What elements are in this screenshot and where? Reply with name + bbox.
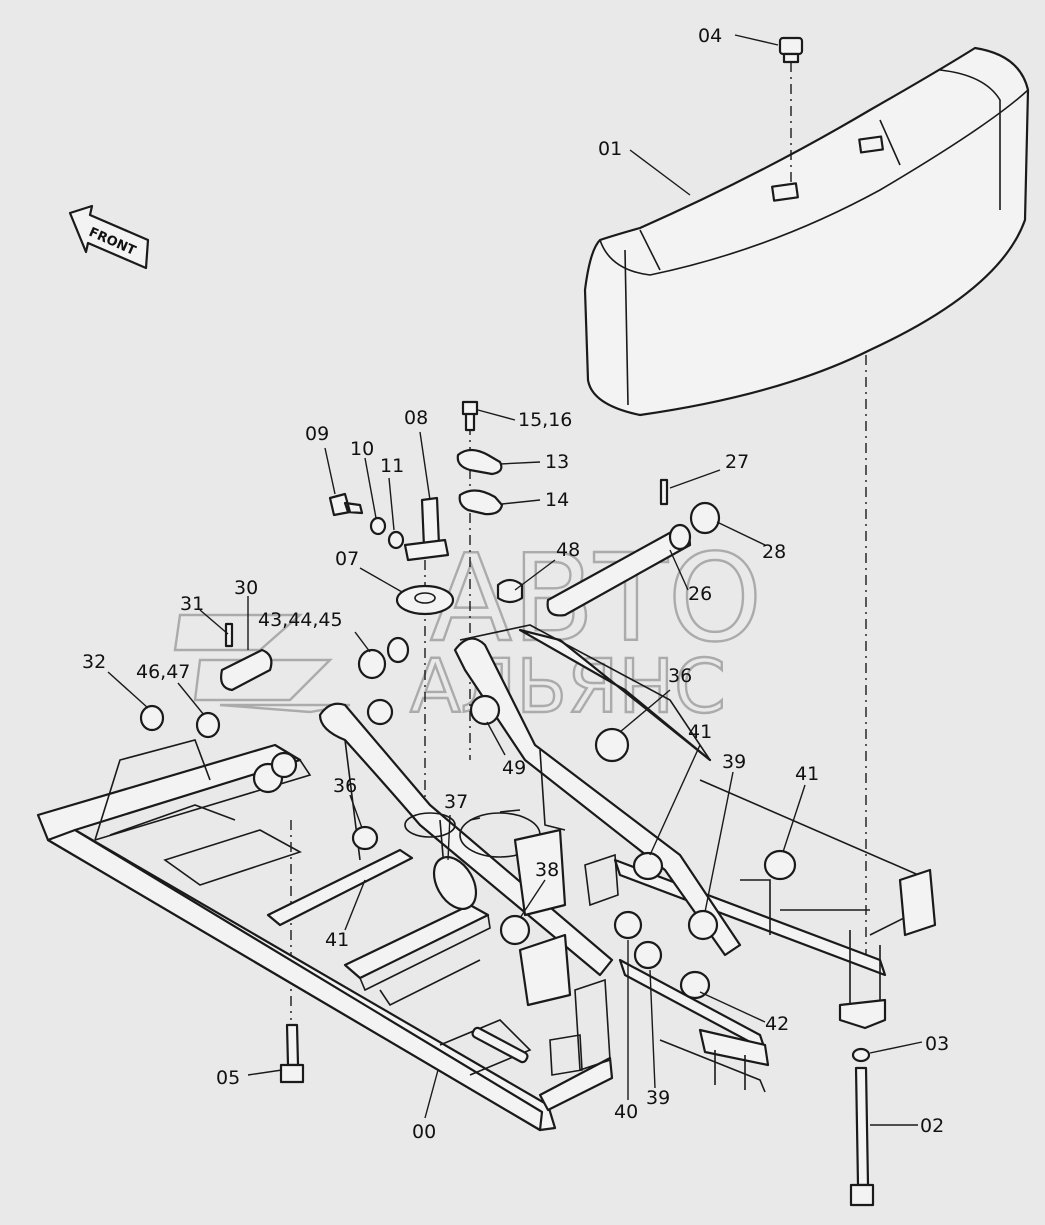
counterweight (583, 46, 1030, 417)
callout-43-44-45: 43,44,45 (258, 609, 343, 631)
callout-32: 32 (82, 651, 106, 673)
callout-11: 11 (380, 455, 404, 477)
callout-30: 30 (234, 577, 258, 599)
callout-labels: 04 01 15,16 13 14 08 09 10 11 07 48 27 2… (82, 25, 949, 1143)
callout-04: 04 (698, 25, 722, 47)
callout-28: 28 (762, 541, 786, 563)
callout-36-upper: 36 (668, 665, 692, 687)
leader-lines (107, 34, 923, 1126)
callout-07: 07 (335, 548, 359, 570)
callout-31: 31 (180, 593, 204, 615)
main-frame (36, 739, 614, 1132)
callout-42: 42 (765, 1013, 789, 1035)
callout-26: 26 (688, 583, 712, 605)
callout-15-16: 15,16 (518, 409, 572, 431)
callout-08: 08 (404, 407, 428, 429)
callout-00: 00 (412, 1121, 436, 1143)
callout-14: 14 (545, 489, 569, 511)
callout-49: 49 (502, 757, 526, 779)
callout-10: 10 (350, 438, 374, 460)
small-parts (139, 400, 875, 1207)
callout-27: 27 (725, 451, 749, 473)
callout-46-47: 46,47 (136, 661, 190, 683)
callout-37: 37 (444, 791, 468, 813)
callout-39-upper: 39 (722, 751, 746, 773)
swing-arm (318, 637, 742, 1076)
callout-02: 02 (920, 1115, 944, 1137)
callout-09: 09 (305, 423, 329, 445)
cap-04 (778, 36, 804, 64)
callout-39-lower: 39 (646, 1087, 670, 1109)
callout-03: 03 (925, 1033, 949, 1055)
front-direction-arrow: FRONT (68, 204, 150, 270)
callout-41-left: 41 (325, 929, 349, 951)
callout-13: 13 (545, 451, 569, 473)
callout-36-lower: 36 (333, 775, 357, 797)
callout-48: 48 (556, 539, 580, 561)
callout-41-center: 41 (688, 721, 712, 743)
callout-01: 01 (598, 138, 622, 160)
callout-38: 38 (535, 859, 559, 881)
callout-05: 05 (216, 1067, 240, 1089)
callout-40: 40 (614, 1101, 638, 1123)
callout-41-right: 41 (795, 763, 819, 785)
